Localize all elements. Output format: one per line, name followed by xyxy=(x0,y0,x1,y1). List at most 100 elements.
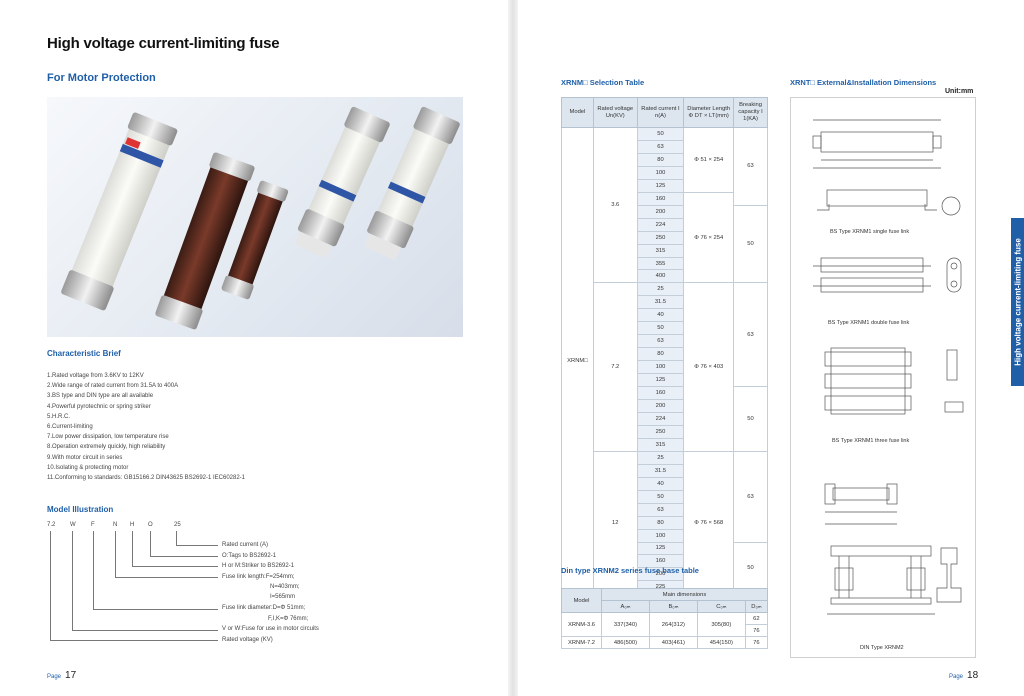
cell-dimension: Φ 76 × 403 xyxy=(683,282,735,452)
col-current: Rated current I n(A) xyxy=(636,97,685,128)
list-item: 3.BS type and DIN type are all available xyxy=(47,393,154,400)
cell-current: 400 xyxy=(636,269,685,284)
label-diameter: Fuse link diameter:D=Φ 51mm; xyxy=(222,605,306,611)
cell-current: 224 xyxy=(636,411,685,426)
cell-current: 100 xyxy=(636,360,685,375)
code-w: W xyxy=(70,522,76,528)
din-cell: 337(340) xyxy=(601,612,650,637)
cell-breaking: 63 xyxy=(733,127,768,206)
cell-dimension: Φ 76 × 254 xyxy=(683,191,735,284)
cell-dimension: Φ 51 × 254 xyxy=(683,127,735,193)
col-model: Model xyxy=(561,97,594,128)
side-tab: High voltage current-limiting fuse xyxy=(1011,218,1024,386)
din-cell: 486(500) xyxy=(601,636,650,649)
caption-three: BS Type XRNM1 three fuse link xyxy=(832,438,910,444)
cell-current: 50 xyxy=(636,321,685,336)
label-tags: O:Tags to BS2692-1 xyxy=(222,553,277,559)
label-striker: H or M:Striker to BS2692-1 xyxy=(222,563,295,569)
code-h: H xyxy=(130,522,135,528)
col-voltage: Rated voltage Un(KV) xyxy=(592,97,638,128)
cell-current: 160 xyxy=(636,386,685,401)
leader-line xyxy=(93,609,218,610)
unit-label: Unit:mm xyxy=(945,88,974,95)
cell-breaking: 63 xyxy=(733,282,768,388)
leader-line xyxy=(93,531,94,609)
din-col-a: A₀ₘ xyxy=(601,600,650,613)
din-main-dimensions: Main dimensions xyxy=(601,588,768,601)
cell-current: 125 xyxy=(636,373,685,388)
cell-voltage: 12 xyxy=(592,450,638,595)
leader-line xyxy=(50,531,51,640)
din-cell: XRNM-3.6 xyxy=(561,612,602,637)
din-cell: 264(312) xyxy=(648,612,698,637)
table-row: 160 xyxy=(562,554,768,569)
din-col-d: D₀ₘ xyxy=(744,600,769,613)
leader-line xyxy=(115,577,218,578)
cell-current: 25 xyxy=(636,450,685,465)
din-cell: 403(461) xyxy=(648,636,698,649)
cell-current: 250 xyxy=(636,230,685,245)
label-length-n: N=403mm; xyxy=(270,584,300,590)
cell-current: 31.5 xyxy=(636,295,685,310)
cell-current: 40 xyxy=(636,308,685,323)
cell-current: 200 xyxy=(636,399,685,413)
label-rated-current: Rated current (A) xyxy=(222,542,269,548)
list-item: 7.Low power dissipation, low temperature… xyxy=(47,434,169,441)
code-voltage: 7.2 xyxy=(47,522,56,528)
din-cell: 305(80) xyxy=(696,612,746,637)
cell-current: 125 xyxy=(636,541,685,556)
col-breaking: Breaking capacity I 1(KA) xyxy=(733,97,768,128)
cell-current: 160 xyxy=(636,554,685,569)
din-col-c: C₀ₘ xyxy=(696,600,746,613)
table-row: 250 xyxy=(562,230,768,245)
leader-line xyxy=(132,531,133,566)
cell-voltage: 7.2 xyxy=(592,282,638,452)
list-item: 9.With motor circuit in series xyxy=(47,454,123,461)
characteristic-list: 1.Rated voltage from 3.6KV to 12KV 2.Wid… xyxy=(47,371,245,483)
table-row: 125 xyxy=(562,178,768,193)
list-item: 1.Rated voltage from 3.6KV to 12KV xyxy=(47,373,144,379)
code-current: 25 xyxy=(174,522,181,528)
cell-current: 200 xyxy=(636,204,685,219)
din-col-b: B₀ₘ xyxy=(648,600,698,613)
leader-line xyxy=(132,566,218,567)
din-cell: XRNM-7.2 xyxy=(561,636,602,649)
table-row: 63 xyxy=(562,139,768,154)
cell-current: 315 xyxy=(636,437,685,452)
cell-current: 25 xyxy=(636,282,685,297)
din-table-heading: Din type XRNM2 series fuse base table xyxy=(561,566,699,575)
cell-current: 224 xyxy=(636,217,685,232)
product-photo xyxy=(47,97,463,337)
table-row: 224 xyxy=(562,411,768,426)
characteristic-heading: Characteristic Brief xyxy=(47,349,121,358)
dimensions-drawing-area xyxy=(790,97,976,658)
din-cell: 62 xyxy=(744,612,769,625)
table-row: 40 xyxy=(562,308,768,323)
cell-current: 80 xyxy=(636,347,685,362)
table-row: 125 xyxy=(562,373,768,388)
leader-line xyxy=(72,531,73,630)
cell-current: 125 xyxy=(636,178,685,193)
leader-line xyxy=(176,545,218,546)
leader-line xyxy=(150,531,151,556)
label-motor: V or W:Fuse for use in motor circuits xyxy=(222,626,319,632)
din-cell: 454(150) xyxy=(696,636,746,649)
table-row: 80 xyxy=(562,347,768,362)
cell-breaking: 63 xyxy=(733,450,768,543)
cell-dimension: Φ 76 × 568 xyxy=(683,450,735,595)
label-rated-voltage: Rated voltage (KV) xyxy=(222,637,273,643)
col-dimensions: Diameter Length Φ DT × LT(mm) xyxy=(683,97,735,128)
din-table: Model Main dimensions A₀ₘ B₀ₘ C₀ₘ D₀ₘ XR… xyxy=(561,588,769,649)
table-row: 50 xyxy=(562,321,768,336)
cell-current: 63 xyxy=(636,334,685,349)
cell-current: 355 xyxy=(636,256,685,271)
cell-current: 63 xyxy=(636,139,685,154)
table-row: 31.5 xyxy=(562,295,768,310)
list-item: 2.Wide range of rated current from 31.5A… xyxy=(47,383,179,390)
label-diameter-fik: F,I,K=Φ 76mm; xyxy=(268,616,309,622)
cell-voltage: 3.6 xyxy=(592,126,638,284)
